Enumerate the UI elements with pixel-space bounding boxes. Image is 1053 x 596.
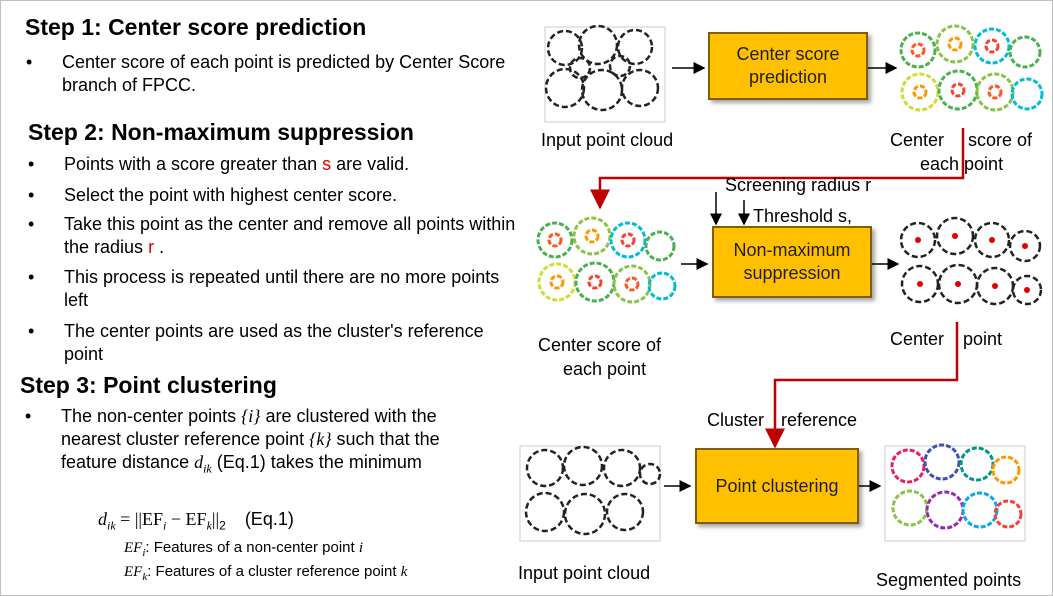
equation-1: dik = ||EFi − EFk||2 (Eq.1)	[98, 509, 294, 533]
label-center-a: Center	[890, 130, 945, 150]
label-input-point-cloud-1: Input point cloud	[541, 130, 674, 150]
step2-bullet-2: • Select the point with highest center s…	[28, 185, 398, 205]
arrow-center-to-cluster-reference	[765, 322, 959, 449]
arrow-score-to-nms-input	[590, 128, 965, 210]
label-reference: reference	[781, 410, 858, 430]
step2-bullet-4: • This process is repeated until there a…	[28, 267, 500, 310]
label-input-point-cloud-2: Input point cloud	[518, 563, 651, 583]
step1-bullet: • Center score of each point is predicte…	[26, 51, 516, 97]
label-segmented-points: Segmented points	[876, 570, 1022, 590]
segmented-points-image	[884, 443, 1026, 542]
step3-bullet: • The non-center points {i} are clustere…	[25, 406, 440, 476]
step2-bullet-1: • Points with a score greater than s are…	[28, 154, 410, 174]
equation-label: (Eq.1)	[244, 509, 294, 529]
definition-efk: EFk: Features of a cluster reference poi…	[124, 563, 408, 583]
non-maximum-suppression-box: Non-maximum suppression	[712, 226, 872, 298]
step1-bullet-text: Center score of each point is predicted …	[62, 52, 506, 95]
threshold-s-highlight: s	[322, 154, 332, 174]
label-screening-radius: Screening radius r	[725, 175, 872, 195]
label-center-score-a: Center score of	[538, 335, 662, 355]
step2-bullet-3: • Take this point as the center and remo…	[28, 214, 516, 257]
center-score-image-2	[536, 216, 677, 304]
input-point-cloud-image-2	[519, 445, 662, 542]
step3-title: Step 3: Point clustering	[20, 372, 277, 398]
center-point-markers	[915, 233, 1030, 293]
input-point-cloud-image-1	[544, 24, 666, 123]
radius-r-highlight: r	[148, 237, 155, 257]
step2-bullet-5: • The center points are used as the clus…	[28, 321, 484, 364]
center-score-prediction-box: Center score prediction	[708, 32, 868, 100]
label-center-point-a: Center	[890, 329, 945, 349]
definition-efi: EFi: Features of a non-center point i	[124, 539, 364, 559]
step2-title: Step 2: Non-maximum suppression	[28, 119, 414, 145]
center-point-image	[899, 216, 1043, 306]
point-clustering-box: Point clustering	[695, 448, 859, 524]
center-score-image-1	[899, 24, 1044, 112]
label-threshold: Threshold s,	[753, 206, 853, 226]
step1-title: Step 1: Center score prediction	[25, 14, 367, 40]
label-center-b: score of	[968, 130, 1033, 150]
bullet-dot: •	[26, 52, 33, 72]
label-cluster: Cluster	[707, 410, 765, 430]
label-center-score-b: each point	[563, 359, 647, 379]
label-center-point-b: point	[963, 329, 1003, 349]
label-center-c: each point	[920, 154, 1004, 174]
